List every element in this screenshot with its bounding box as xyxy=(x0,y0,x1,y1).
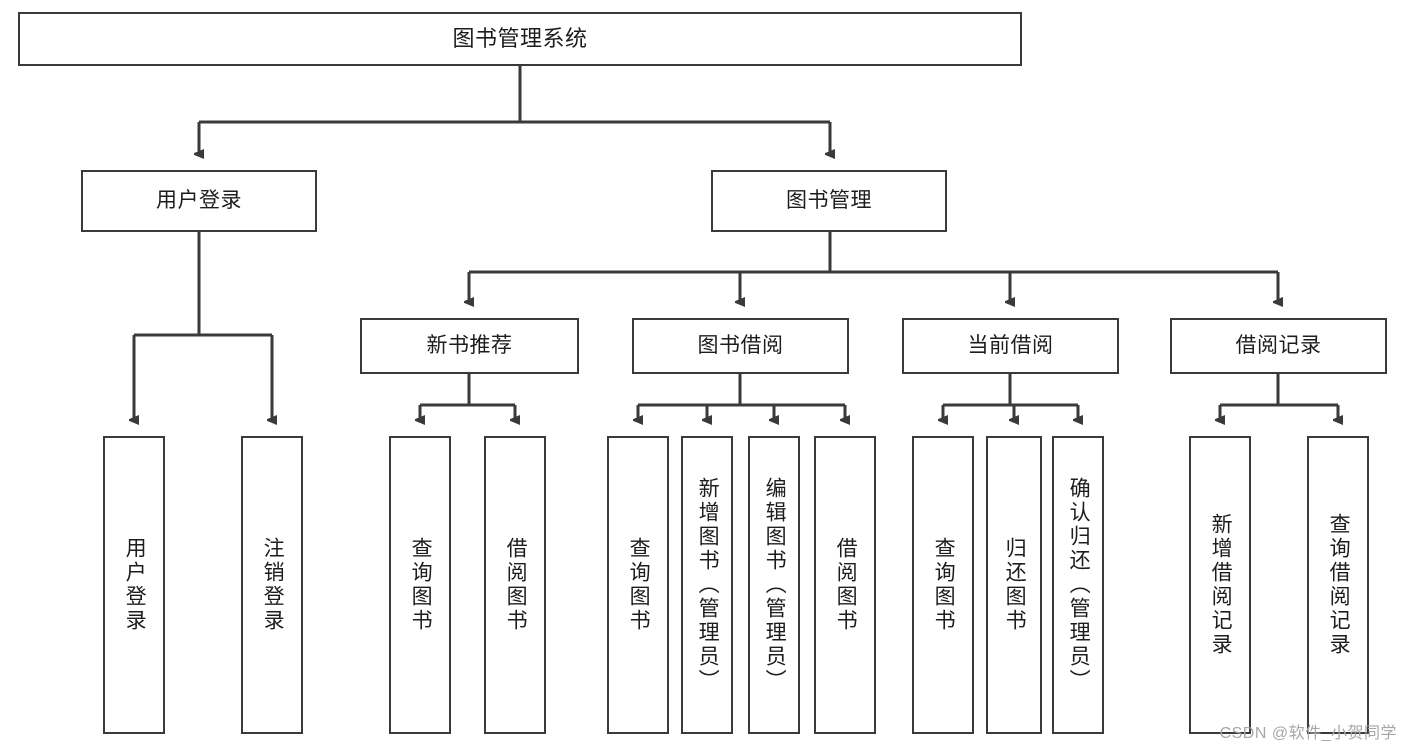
node-user-logout[interactable]: 注销登录 xyxy=(241,436,303,734)
node-bb-add-book-label: 新增图书（管理员） xyxy=(696,477,720,693)
csdn-watermark: CSDN @软件_小贺同学 xyxy=(1219,725,1397,742)
node-cb-query-book[interactable]: 查询图书 xyxy=(912,436,974,734)
node-user-login-do[interactable]: 用户登录 xyxy=(103,436,165,734)
node-bb-query-book[interactable]: 查询图书 xyxy=(607,436,669,734)
node-br-add-record-label: 新增借阅记录 xyxy=(1209,513,1233,657)
node-borrow-records-label: 借阅记录 xyxy=(1235,334,1322,358)
node-book-manage[interactable]: 图书管理 xyxy=(711,170,947,232)
node-br-query-record[interactable]: 查询借阅记录 xyxy=(1307,436,1369,734)
node-nb-borrow-book[interactable]: 借阅图书 xyxy=(484,436,546,734)
node-user-logout-label: 注销登录 xyxy=(261,537,285,633)
node-book-borrow-label: 图书借阅 xyxy=(697,334,784,358)
node-bb-borrow-book-label: 借阅图书 xyxy=(834,537,858,633)
node-current-borrow[interactable]: 当前借阅 xyxy=(902,318,1119,374)
node-root[interactable]: 图书管理系统 xyxy=(18,12,1022,66)
node-user-login-do-label: 用户登录 xyxy=(123,537,147,633)
node-cb-return-book[interactable]: 归还图书 xyxy=(986,436,1042,734)
node-borrow-records[interactable]: 借阅记录 xyxy=(1170,318,1387,374)
node-bb-query-book-label: 查询图书 xyxy=(627,537,651,633)
node-new-book-rec[interactable]: 新书推荐 xyxy=(360,318,579,374)
node-current-borrow-label: 当前借阅 xyxy=(967,334,1054,358)
node-bb-borrow-book[interactable]: 借阅图书 xyxy=(814,436,876,734)
node-cb-confirm-return[interactable]: 确认归还（管理员） xyxy=(1052,436,1104,734)
node-bb-add-book[interactable]: 新增图书（管理员） xyxy=(681,436,733,734)
node-user-login-label: 用户登录 xyxy=(156,189,242,213)
node-nb-query-book[interactable]: 查询图书 xyxy=(389,436,451,734)
node-br-query-record-label: 查询借阅记录 xyxy=(1327,513,1351,657)
node-cb-confirm-return-label: 确认归还（管理员） xyxy=(1067,477,1091,693)
node-nb-query-book-label: 查询图书 xyxy=(409,537,433,633)
node-bb-edit-book[interactable]: 编辑图书（管理员） xyxy=(748,436,800,734)
node-bb-edit-book-label: 编辑图书（管理员） xyxy=(763,477,787,693)
node-new-book-rec-label: 新书推荐 xyxy=(426,334,513,358)
node-br-add-record[interactable]: 新增借阅记录 xyxy=(1189,436,1251,734)
node-user-login[interactable]: 用户登录 xyxy=(81,170,317,232)
node-nb-borrow-book-label: 借阅图书 xyxy=(504,537,528,633)
node-root-label: 图书管理系统 xyxy=(452,25,588,51)
node-cb-query-book-label: 查询图书 xyxy=(932,537,956,633)
node-cb-return-book-label: 归还图书 xyxy=(1003,537,1027,633)
node-book-borrow[interactable]: 图书借阅 xyxy=(632,318,849,374)
node-book-manage-label: 图书管理 xyxy=(786,189,872,213)
